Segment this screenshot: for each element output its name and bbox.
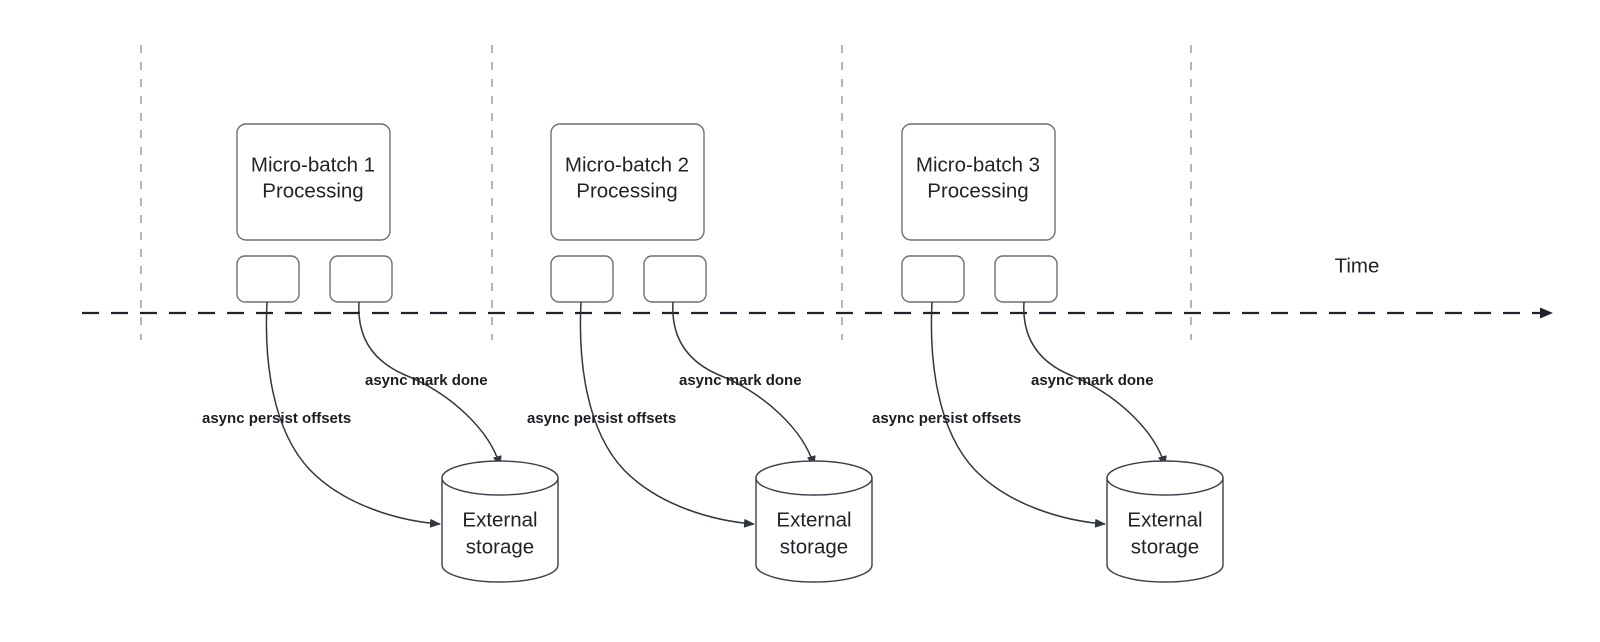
persist-offsets-label-1: async persist offsets: [202, 410, 351, 427]
checkpoint-box-3b[interactable]: [994, 255, 1058, 303]
micro-batch-label-1-line1: Micro-batch 1: [251, 153, 375, 176]
persist-offsets-label-3: async persist offsets: [872, 410, 1021, 427]
mark-done-arrow-1: [358, 301, 502, 467]
micro-batch-box-1[interactable]: [236, 123, 391, 241]
group-3: Micro-batch 3 Processing async persist o…: [872, 123, 1224, 583]
external-storage-3[interactable]: External storage: [1106, 460, 1224, 583]
micro-batch-label-2-line2: Processing: [576, 179, 677, 202]
micro-batch-label-3-line2: Processing: [927, 179, 1028, 202]
micro-batch-label-2-line1: Micro-batch 2: [565, 153, 689, 176]
checkpoint-box-1a[interactable]: [236, 255, 300, 303]
persist-offsets-label-2: async persist offsets: [527, 410, 676, 427]
checkpoint-box-2a[interactable]: [550, 255, 614, 303]
mark-done-label-2: async mark done: [679, 372, 802, 389]
cylinder-body-1: [441, 477, 559, 583]
external-storage-label-3-line2: storage: [1131, 535, 1199, 558]
external-storage-2[interactable]: External storage: [755, 460, 873, 583]
cylinder-top-1: [441, 460, 559, 496]
checkpoint-box-1b[interactable]: [329, 255, 393, 303]
external-storage-label-1-line1: External: [462, 508, 537, 531]
persist-offsets-arrow-3: [930, 301, 1106, 528]
mark-done-arrow-3: [1023, 301, 1167, 467]
persist-offsets-arrow-1: [265, 301, 441, 528]
cylinder-top-3: [1106, 460, 1224, 496]
micro-batch-label-3-line1: Micro-batch 3: [916, 153, 1040, 176]
timeline-axis-label: Time: [1335, 254, 1380, 277]
group-1: Micro-batch 1 Processing async persist o…: [202, 123, 559, 583]
external-storage-1[interactable]: External storage: [441, 460, 559, 583]
micro-batch-box-2[interactable]: [550, 123, 705, 241]
cylinder-body-2: [755, 477, 873, 583]
timeline-tick-group: [140, 45, 1192, 340]
external-storage-label-2-line2: storage: [780, 535, 848, 558]
cylinder-top-2: [755, 460, 873, 496]
external-storage-label-2-line1: External: [776, 508, 851, 531]
micro-batch-box-3[interactable]: [901, 123, 1056, 241]
group-2: Micro-batch 2 Processing async persist o…: [527, 123, 873, 583]
mark-done-label-3: async mark done: [1031, 372, 1154, 389]
cylinder-body-3: [1106, 477, 1224, 583]
mark-done-label-1: async mark done: [365, 372, 488, 389]
micro-batch-label-1-line2: Processing: [262, 179, 363, 202]
external-storage-label-3-line1: External: [1127, 508, 1202, 531]
mark-done-arrow-2: [672, 301, 816, 467]
checkpoint-box-2b[interactable]: [643, 255, 707, 303]
checkpoint-box-3a[interactable]: [901, 255, 965, 303]
external-storage-label-1-line2: storage: [466, 535, 534, 558]
persist-offsets-arrow-2: [579, 301, 755, 528]
